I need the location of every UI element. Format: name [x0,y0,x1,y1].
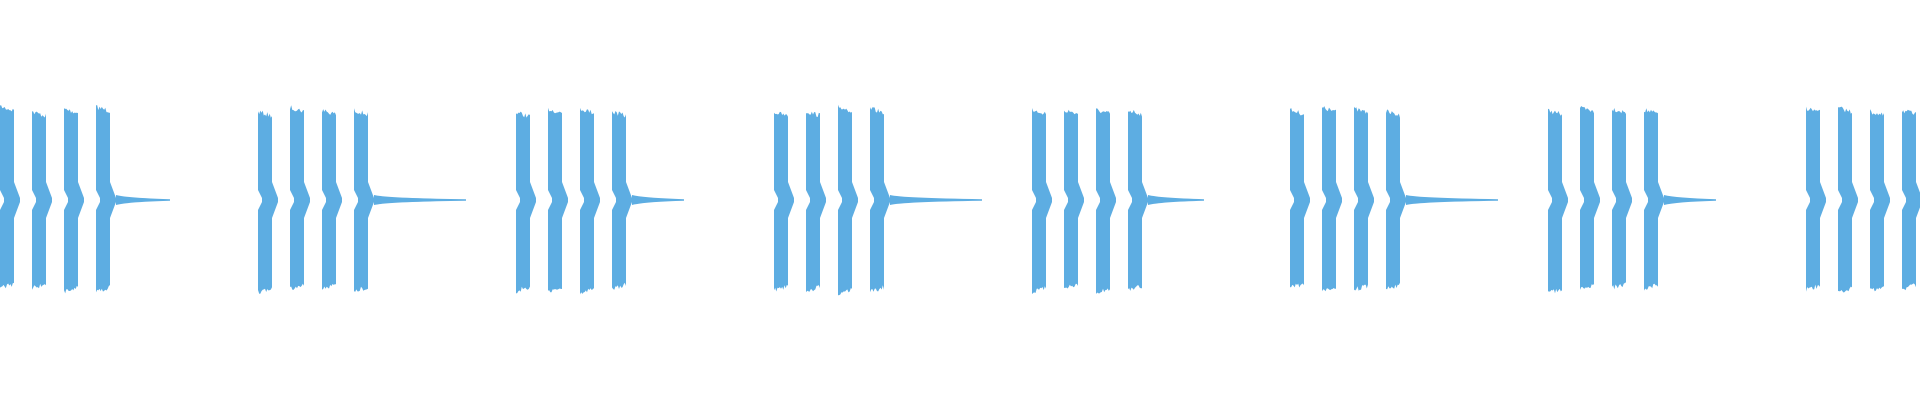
waveform-burst [1354,106,1374,291]
waveform-burst [774,111,794,292]
waveform-tail [1148,195,1204,205]
waveform-burst [96,105,116,293]
waveform-burst [870,107,890,293]
waveform-burst [258,110,278,294]
waveform-burst [1386,109,1406,290]
waveform-burst [1128,109,1148,291]
waveform-burst [1806,106,1826,292]
waveform-burst [612,111,632,290]
waveform-group [0,105,170,294]
waveform-burst [1612,108,1632,290]
waveform-burst [1064,109,1084,289]
waveform-burst [1838,106,1858,293]
waveform-burst [64,108,84,294]
waveform-burst [838,104,858,296]
waveform-burst [322,109,342,290]
waveform-tail [890,195,982,205]
waveform-tail [374,195,466,205]
waveform-burst [290,105,310,290]
waveform-burst [1032,108,1052,295]
waveform-burst [1902,109,1920,291]
waveform-groups [0,104,1920,296]
waveform-burst [580,107,600,295]
waveform-burst [1322,106,1342,292]
waveform-burst [0,105,20,289]
waveform-burst [1580,106,1600,290]
waveform-burst [32,111,52,290]
waveform-group [258,105,466,294]
waveform-burst [516,111,536,294]
waveform-group [774,104,982,296]
waveform-group [1032,108,1204,295]
waveform-burst [1870,109,1890,292]
waveform-burst [1644,108,1664,291]
waveform-burst [1290,108,1310,288]
waveform-group [1806,106,1920,293]
waveform-group [1290,106,1498,292]
waveform-tail [1664,195,1716,205]
waveform-tail [116,195,170,205]
waveform-group [516,107,684,295]
waveform-burst [548,107,568,293]
waveform-tail [632,195,684,205]
waveform-burst [354,108,374,292]
waveform-group [1548,106,1716,294]
waveform-burst [1096,108,1116,295]
waveform-burst [1548,108,1568,294]
waveform-burst [806,111,826,293]
waveform-tail [1406,195,1498,205]
